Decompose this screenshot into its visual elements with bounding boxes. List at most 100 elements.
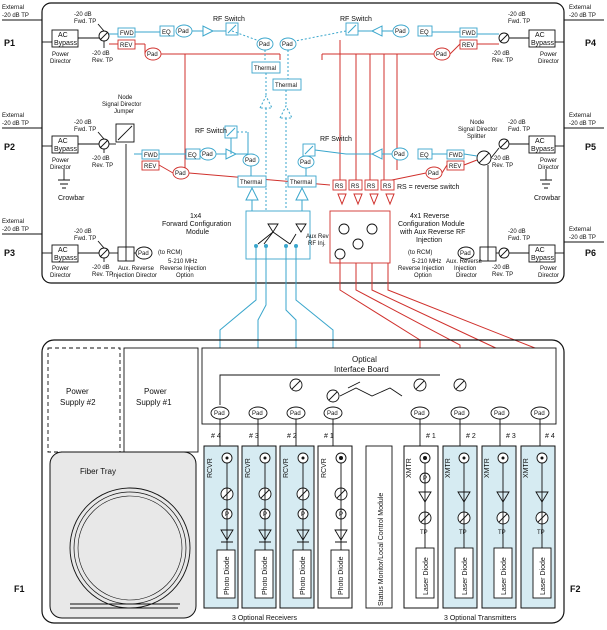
svg-text:External: External xyxy=(569,5,591,11)
p5-chain: Node Signal Director Splitter FWD REV EQ… xyxy=(287,120,500,201)
svg-text:Reverse Injection: Reverse Injection xyxy=(398,266,444,272)
external-tp-p6: External -20 dB TP xyxy=(564,227,604,243)
receiver-2: RCVR P Photo Diode xyxy=(279,445,315,609)
svg-text:Node: Node xyxy=(470,120,485,126)
svg-text:XMTR: XMTR xyxy=(484,458,491,478)
pad-row: Pad Pad Pad Pad Pad Pad Pad Pad xyxy=(210,406,550,450)
svg-text:EQ: EQ xyxy=(420,153,429,159)
svg-text:EQ: EQ xyxy=(188,153,197,159)
forward-config-module: 1x4 Forward Configuration Module xyxy=(162,210,311,260)
right-injection: Pad (to RCM) 5-210 MHz Reverse Injection… xyxy=(398,165,499,279)
svg-text:with Aux Reverse RF: with Aux Reverse RF xyxy=(399,229,465,236)
svg-text:Pad: Pad xyxy=(147,52,158,58)
rs-legend: RS = reverse switch xyxy=(397,184,460,191)
svg-text:Director: Director xyxy=(538,165,559,171)
svg-text:TP: TP xyxy=(498,530,506,536)
svg-text:Pad: Pad xyxy=(252,411,263,417)
svg-text:Rev. TP: Rev. TP xyxy=(92,58,113,64)
svg-text:Pad: Pad xyxy=(175,171,186,177)
svg-text:Pad: Pad xyxy=(395,29,406,35)
svg-text:Fwd. TP: Fwd. TP xyxy=(74,19,96,25)
svg-text:5-210 MHz: 5-210 MHz xyxy=(168,259,197,265)
svg-text:Bypass: Bypass xyxy=(531,40,554,47)
svg-text:-20 dB: -20 dB xyxy=(492,51,510,57)
svg-text:Power: Power xyxy=(52,52,69,58)
svg-text:AC: AC xyxy=(58,247,68,254)
rx-label-1: # 1 xyxy=(324,433,334,440)
svg-text:RS: RS xyxy=(351,184,359,190)
svg-text:EQ: EQ xyxy=(162,30,171,36)
svg-text:RS: RS xyxy=(335,184,343,190)
svg-text:RS: RS xyxy=(383,184,391,190)
svg-text:Pad: Pad xyxy=(460,251,471,257)
svg-text:Injection: Injection xyxy=(416,237,442,244)
svg-text:Director: Director xyxy=(50,59,71,65)
svg-text:FWD: FWD xyxy=(144,153,158,159)
svg-text:Director: Director xyxy=(50,165,71,171)
svg-text:Pad: Pad xyxy=(436,52,447,58)
svg-text:FWD: FWD xyxy=(462,31,476,37)
svg-text:AC: AC xyxy=(535,138,545,145)
left-injection: Pad Aux. Reverse Injection Director (to … xyxy=(109,144,206,279)
svg-text:Director: Director xyxy=(50,273,71,279)
svg-text:Aux. Reverse: Aux. Reverse xyxy=(446,259,483,265)
svg-text:Thermal: Thermal xyxy=(254,66,276,72)
power-supply-2: Power Supply #2 xyxy=(47,347,121,453)
svg-text:Fwd. TP: Fwd. TP xyxy=(508,236,530,242)
svg-text:XMTR: XMTR xyxy=(523,458,530,478)
svg-text:Laser Diode: Laser Diode xyxy=(462,557,469,595)
port-block-p2: AC Bypass Power Director -20 dB Fwd. TP … xyxy=(42,120,113,202)
svg-text:Bypass: Bypass xyxy=(54,146,77,153)
svg-text:Status Monitor/Local Control M: Status Monitor/Local Control Module xyxy=(378,493,385,606)
external-tp-p5: External -20 dB TP xyxy=(564,113,604,129)
svg-text:AC: AC xyxy=(58,138,68,145)
svg-text:Pad: Pad xyxy=(494,411,505,417)
svg-text:Power: Power xyxy=(52,266,69,272)
tx-label-1: # 1 xyxy=(426,433,436,440)
svg-text:-20 dB TP: -20 dB TP xyxy=(569,121,596,127)
svg-text:Aux. Reverse: Aux. Reverse xyxy=(118,266,155,272)
transmitter-4: XMTR TP Laser Diode xyxy=(520,445,556,609)
svg-text:TP: TP xyxy=(420,530,428,536)
svg-text:External: External xyxy=(2,219,24,225)
svg-text:-20 dB TP: -20 dB TP xyxy=(569,235,596,241)
svg-text:Pad: Pad xyxy=(454,411,465,417)
svg-text:Configuration Module: Configuration Module xyxy=(398,221,465,228)
svg-text:Forward Configuration: Forward Configuration xyxy=(162,221,231,228)
rf-switch-mid-left: RF Switch xyxy=(195,128,227,135)
svg-text:RCVR: RCVR xyxy=(283,458,290,478)
tx-label-3: # 3 xyxy=(506,433,516,440)
svg-text:Thermal: Thermal xyxy=(275,83,297,89)
svg-text:Signal Director: Signal Director xyxy=(458,127,497,133)
port-f2: F2 xyxy=(570,584,581,594)
fiber-tray: Fiber Tray xyxy=(49,451,197,619)
tx-label-2: # 2 xyxy=(466,433,476,440)
svg-text:Laser Diode: Laser Diode xyxy=(501,557,508,595)
power-supply-1: Power Supply #1 xyxy=(123,347,199,453)
transmitter-3: XMTR TP Laser Diode xyxy=(481,445,517,609)
svg-text:Pad: Pad xyxy=(245,158,256,164)
svg-text:RCVR: RCVR xyxy=(321,458,328,478)
port-p5: P5 xyxy=(585,142,596,152)
svg-text:REV: REV xyxy=(462,43,474,49)
svg-text:External: External xyxy=(569,113,591,119)
rx-label-2: # 2 xyxy=(287,433,297,440)
svg-text:REV: REV xyxy=(449,164,461,170)
svg-text:Pad: Pad xyxy=(259,42,270,48)
svg-text:-20 dB: -20 dB xyxy=(508,120,526,126)
port-block-p5: AC Bypass Power Director -20 dB Fwd. TP … xyxy=(492,120,564,202)
svg-text:-20 dB: -20 dB xyxy=(92,156,110,162)
svg-text:Fiber Tray: Fiber Tray xyxy=(80,467,116,476)
svg-text:TP: TP xyxy=(537,530,545,536)
crowbar-right: Crowbar xyxy=(534,195,561,202)
svg-text:-20 dB: -20 dB xyxy=(74,120,92,126)
svg-text:Director: Director xyxy=(538,59,559,65)
svg-text:Rev. TP: Rev. TP xyxy=(92,272,113,278)
rx-label-3: # 3 xyxy=(249,433,259,440)
external-tp-p4: External -20 dB TP xyxy=(564,5,604,21)
receivers-caption: 3 Optional Receivers xyxy=(232,615,297,622)
svg-text:Fwd. TP: Fwd. TP xyxy=(74,127,96,133)
status-monitor-module: Status Monitor/Local Control Module xyxy=(365,445,393,609)
receiver-1: RCVR P Photo Diode xyxy=(317,445,353,609)
reverse-config-module: 4x1 Reverse Configuration Module with Au… xyxy=(306,193,465,264)
